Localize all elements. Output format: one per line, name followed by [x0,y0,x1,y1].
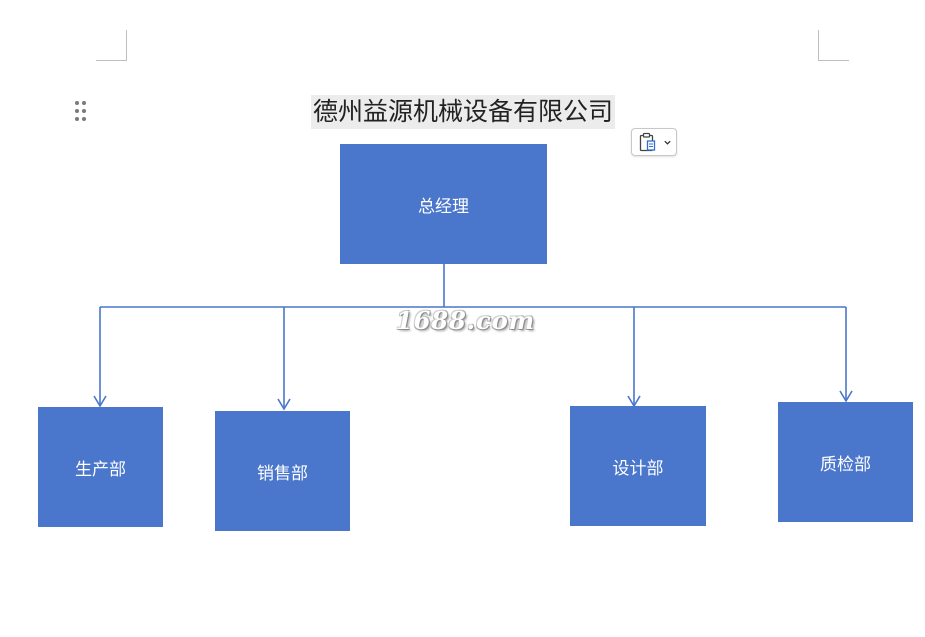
box-label: 销售部 [257,463,308,484]
connector-to-qc [839,307,853,403]
paste-options-button[interactable] [631,128,677,156]
watermark-text: 1688.com [396,306,536,335]
clipboard-icon [639,132,656,152]
chevron-down-icon [664,140,671,145]
crop-mark-top-right [818,30,849,61]
box-label: 质检部 [820,454,871,475]
box-quality-dept[interactable]: 质检部 [778,402,913,522]
connector-to-design [627,307,641,408]
crop-mark-top-left [96,30,127,61]
box-label: 生产部 [75,459,126,480]
document-title[interactable]: 德州益源机械设备有限公司 [311,95,616,129]
connector-to-production [93,307,107,408]
drag-handle-icon[interactable] [74,101,88,123]
box-sales-dept[interactable]: 销售部 [215,411,350,531]
box-label: 设计部 [612,458,664,479]
box-design-dept[interactable]: 设计部 [570,406,706,526]
box-general-manager[interactable]: 总经理 [340,144,547,264]
box-label: 总经理 [418,196,469,217]
connector-to-sales [277,307,291,411]
box-production-dept[interactable]: 生产部 [38,407,163,527]
